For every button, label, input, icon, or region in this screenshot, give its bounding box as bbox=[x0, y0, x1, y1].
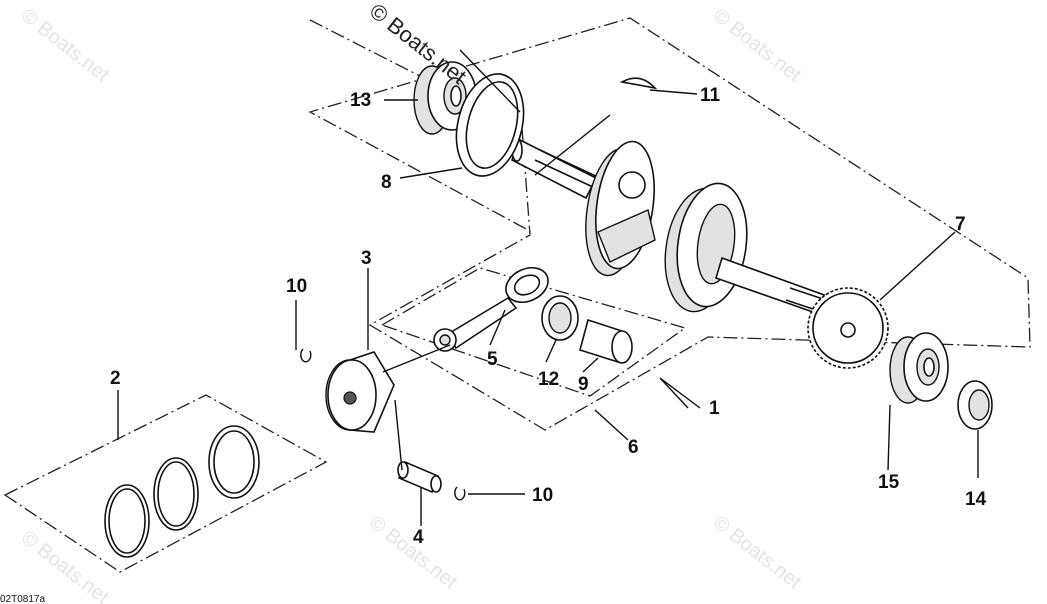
callout-2: 2 bbox=[110, 368, 121, 389]
bearing-right bbox=[889, 332, 949, 404]
assembly-outlines bbox=[3, 17, 1031, 573]
callout-12: 12 bbox=[538, 369, 559, 390]
oil-seal-right bbox=[957, 380, 993, 430]
connecting-rod bbox=[433, 266, 549, 352]
circlip-lower bbox=[454, 486, 466, 501]
piston bbox=[325, 351, 395, 433]
callout-14: 13 bbox=[350, 90, 371, 111]
drive-gear bbox=[807, 287, 889, 369]
crank-pin bbox=[579, 318, 633, 364]
watermark-faint: © Boats.net bbox=[365, 512, 461, 594]
watermark-faint: © Boats.net bbox=[709, 5, 805, 87]
piston-rings bbox=[104, 425, 260, 558]
crankshaft bbox=[510, 138, 840, 319]
callout-11: 11 bbox=[700, 85, 721, 106]
callout-3: 3 bbox=[361, 248, 372, 269]
oil-seal-left bbox=[455, 73, 525, 177]
callout-7: 7 bbox=[955, 214, 966, 235]
watermark-faint: © Boats.net bbox=[709, 512, 805, 594]
woodruff-key bbox=[619, 77, 658, 90]
piston-pin bbox=[397, 460, 442, 494]
callout-10-lower: 10 bbox=[532, 485, 553, 506]
callout-8: 8 bbox=[381, 172, 392, 193]
needle-bearing bbox=[541, 295, 579, 341]
drawing-code: 02T0817a bbox=[0, 594, 45, 604]
callout-1: 1 bbox=[709, 398, 720, 419]
callout-5: 5 bbox=[487, 349, 498, 370]
callout-15: 15 bbox=[878, 472, 900, 493]
callout-9: 9 bbox=[578, 374, 589, 395]
callout-10-upper: 10 bbox=[286, 276, 307, 297]
callout-4: 4 bbox=[413, 527, 424, 548]
callout-labels: 13 11 8 7 3 10 5 12 9 2 1 6 15 14 10 4 bbox=[110, 85, 987, 548]
watermark-faint: © Boats.net bbox=[17, 5, 113, 87]
callout-6: 6 bbox=[628, 437, 639, 458]
callout-13: 14 bbox=[965, 489, 987, 510]
watermark-faint: © Boats.net bbox=[17, 527, 113, 604]
circlip-upper bbox=[300, 348, 312, 363]
leader-lines bbox=[117, 49, 979, 526]
